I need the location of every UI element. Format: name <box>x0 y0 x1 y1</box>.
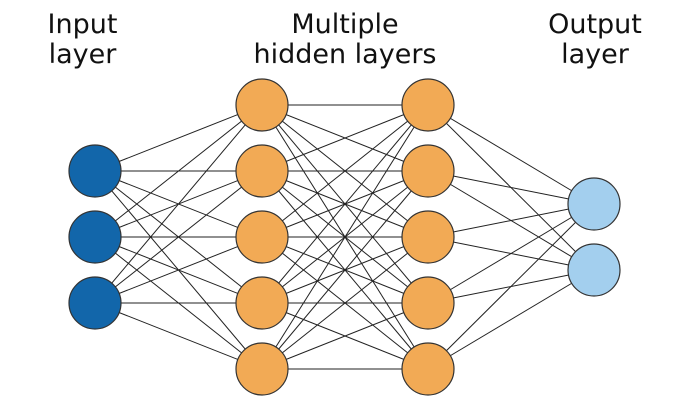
input-node-3 <box>68 276 122 330</box>
output-node-2 <box>567 243 621 297</box>
edge-hidden-2-3-to-output-1 <box>427 203 595 238</box>
edge-hidden-2-4-to-output-1 <box>427 203 595 304</box>
output-layer-label-line-2: layer <box>561 39 629 70</box>
hidden-1-node-4 <box>235 276 289 330</box>
hidden-1-node-2 <box>235 144 289 198</box>
hidden-1-node-1 <box>235 78 289 132</box>
edge-hidden-1-4-to-hidden-2-1 <box>261 104 429 304</box>
hidden-1-node-5 <box>235 342 289 396</box>
edges <box>94 104 595 370</box>
hidden-2-node-4 <box>401 276 455 330</box>
edge-hidden-2-2-to-output-1 <box>427 170 595 205</box>
edge-hidden-2-5-to-output-1 <box>427 203 595 370</box>
hidden-layers-label-line-1: Multiple <box>291 9 399 40</box>
input-node-1 <box>68 144 122 198</box>
hidden-1-node-3 <box>235 210 289 264</box>
hidden-layers-label-line-2: hidden layers <box>253 39 437 70</box>
output-node-1 <box>567 177 621 231</box>
hidden-2-node-3 <box>401 210 455 264</box>
hidden-2-node-1 <box>401 78 455 132</box>
edge-hidden-1-5-to-hidden-2-3 <box>261 236 429 370</box>
edge-hidden-1-3-to-hidden-2-1 <box>261 104 429 238</box>
edge-input-3-to-hidden-1-3 <box>94 236 263 304</box>
edge-input-3-to-hidden-1-2 <box>94 170 263 304</box>
edge-hidden-1-5-to-hidden-2-4 <box>261 302 429 370</box>
input-layer-label-line-2: layer <box>48 39 117 70</box>
edge-hidden-2-1-to-output-1 <box>427 104 595 205</box>
hidden-layers-label: Multiple hidden layers <box>232 10 458 70</box>
input-layer-label-line-1: Input <box>47 9 118 40</box>
hidden-2-node-2 <box>401 144 455 198</box>
edge-hidden-2-5-to-output-2 <box>427 269 595 370</box>
output-layer-label: Output layer <box>515 10 675 70</box>
input-layer-label: Input layer <box>0 10 165 70</box>
output-layer-label-line-1: Output <box>548 9 642 40</box>
input-node-2 <box>68 210 122 264</box>
edge-input-2-to-hidden-1-1 <box>94 104 263 238</box>
edge-hidden-1-2-to-hidden-2-1 <box>261 104 429 172</box>
edge-input-3-to-hidden-1-1 <box>94 104 263 304</box>
hidden-2-node-5 <box>401 342 455 396</box>
edge-input-1-to-hidden-1-1 <box>94 104 263 172</box>
edge-hidden-1-5-to-hidden-2-2 <box>261 170 429 370</box>
edge-input-3-to-hidden-1-5 <box>94 302 263 370</box>
nodes <box>68 78 621 396</box>
edge-hidden-1-5-to-hidden-2-1 <box>261 104 429 370</box>
